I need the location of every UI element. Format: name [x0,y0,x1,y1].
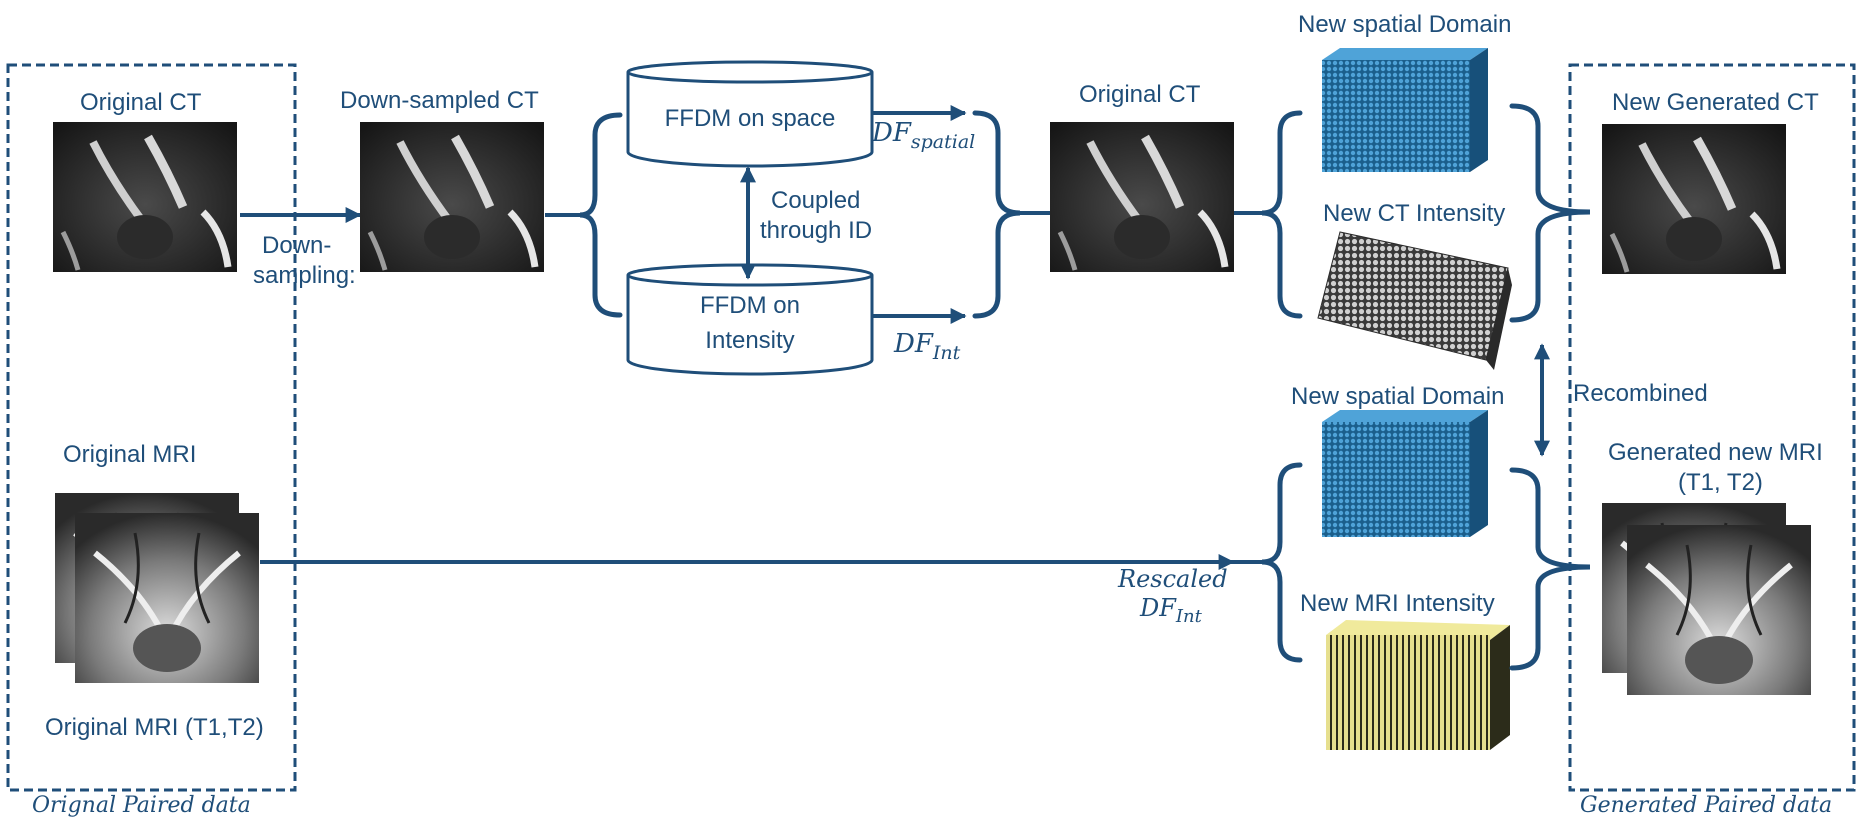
generated-paired-data-caption: Generated Paired data [1580,793,1832,818]
rescaled-label: Rescaled [1117,565,1228,593]
original-mri-label: Original MRI [63,441,196,468]
new-spatial-domain-bottom-grid [1322,410,1488,537]
new-ct-intensity-grid [1317,231,1512,370]
df-spatial-label: DFspatial [871,118,975,153]
ffdm-input-brace [579,112,623,318]
generated-mri-image-stack [1602,503,1811,695]
new-ct-intensity-label: New CT Intensity [1323,200,1505,227]
recombined-label: Recombined [1573,380,1708,407]
middle-original-ct-image [1050,122,1234,272]
original-mri-t1t2-label: Original MRI (T1,T2) [45,714,264,741]
ffdm-space-cylinder [626,60,874,168]
new-mri-intensity-label: New MRI Intensity [1300,590,1495,617]
generated-paired-data-panel [1568,63,1856,792]
original-paired-data-panel [6,63,297,792]
new-generated-ct-label: New Generated CT [1612,89,1819,116]
new-spatial-domain-bottom-label: New spatial Domain [1291,383,1504,410]
new-spatial-domain-top-grid [1322,48,1488,172]
generated-ct-brace [1509,103,1591,323]
generated-mri-label-line2: (T1, T2) [1678,469,1763,496]
ffdm-intensity-label-line2: Intensity [705,327,794,354]
coupled-label-line2: through ID [760,217,872,244]
coupled-label-line1: Coupled [771,187,860,214]
original-paired-data-caption: Orignal Paired data [32,793,251,818]
rescaled-df-label: DFInt [1139,594,1203,627]
ffdm-space-label: FFDM on space [665,105,836,132]
generated-mri-label-line1: Generated new MRI [1608,439,1823,466]
downsampling-label-line1: Down- [262,232,331,259]
new-generated-ct-image [1602,124,1786,274]
df-int-label: DFInt [893,329,961,364]
ct-domain-brace [1261,110,1303,319]
ffdm-intensity-cylinder [626,263,874,376]
ffdm-intensity-label-line1: FFDM on [700,292,800,319]
df-merge-brace [972,110,1021,319]
downsampled-ct-label: Down-sampled CT [340,87,539,114]
mri-domain-brace [1261,462,1303,663]
original-mri-image-stack [55,493,259,683]
original-ct-label: Original CT [80,89,202,116]
new-mri-intensity-grid [1326,620,1510,750]
downsampling-label-line2: sampling: [253,262,356,289]
new-spatial-domain-top-label: New spatial Domain [1298,11,1511,38]
original-ct-image [53,122,237,272]
downsampled-ct-image [360,122,544,272]
middle-original-ct-label: Original CT [1079,81,1201,108]
generated-mri-brace [1509,467,1591,671]
